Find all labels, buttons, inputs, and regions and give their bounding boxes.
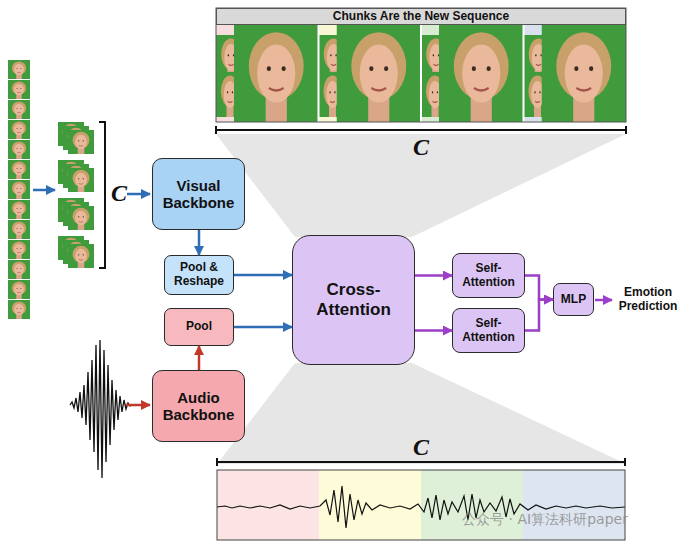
flow-connector bbox=[198, 230, 201, 255]
face-frame bbox=[8, 280, 30, 299]
node-text: Chunks Are the New Sequence bbox=[333, 10, 509, 24]
audio-waveform bbox=[70, 340, 132, 478]
node-text: Self-Attention bbox=[456, 262, 521, 290]
face-frame bbox=[68, 130, 94, 154]
chunk-tint bbox=[216, 25, 319, 122]
chunk-tint bbox=[421, 470, 523, 540]
face-frame bbox=[8, 160, 30, 179]
chunk-tint bbox=[217, 470, 319, 540]
chunk-frame bbox=[217, 470, 625, 540]
face-frame bbox=[68, 206, 94, 230]
face-frame bbox=[8, 80, 30, 99]
flow-connector bbox=[198, 346, 201, 370]
node-text: Pool & Reshape bbox=[168, 261, 230, 289]
panel-divider bbox=[523, 25, 525, 122]
span-bracket bbox=[216, 126, 626, 134]
flow-connector bbox=[525, 276, 553, 300]
face-frame bbox=[439, 25, 524, 122]
chunk-stacks bbox=[58, 122, 94, 268]
face-frame bbox=[8, 200, 30, 219]
header-band: Chunks Are the New Sequence bbox=[216, 8, 626, 25]
face-frame bbox=[542, 25, 627, 122]
face-frame bbox=[68, 244, 94, 268]
flow-connector bbox=[234, 326, 292, 329]
attention-box: Self-Attention bbox=[452, 308, 525, 353]
flow-connector bbox=[415, 274, 452, 277]
backbone-box: Visual Backbone bbox=[152, 158, 245, 230]
frame-strip bbox=[8, 60, 30, 319]
projection-shade bbox=[217, 363, 626, 464]
backbone-box: Audio Backbone bbox=[152, 370, 245, 442]
chunk-tint bbox=[319, 470, 421, 540]
face-frame bbox=[68, 168, 94, 192]
node-text: Pool bbox=[186, 320, 212, 334]
face-frame bbox=[8, 220, 30, 239]
flow-connector bbox=[525, 300, 553, 331]
face-frame bbox=[8, 140, 30, 159]
mlp-box: MLP bbox=[553, 283, 594, 316]
flow-connector bbox=[415, 329, 452, 332]
attention-box: Cross-Attention bbox=[292, 235, 415, 365]
pool-box: Pool bbox=[164, 308, 234, 346]
node-text: MLP bbox=[561, 293, 586, 307]
face-frame bbox=[234, 25, 319, 122]
face-frame bbox=[8, 300, 30, 319]
flow-arrow bbox=[127, 193, 150, 196]
span-symbol: C bbox=[406, 434, 436, 462]
output-label: Emotion Prediction bbox=[612, 286, 684, 314]
chunk-tint bbox=[523, 470, 625, 540]
pool-box: Pool & Reshape bbox=[164, 255, 234, 295]
panel-divider bbox=[420, 25, 422, 122]
chunk-tint bbox=[524, 25, 627, 122]
face-frame bbox=[8, 180, 30, 199]
panel-frame bbox=[216, 8, 626, 122]
face-frame bbox=[8, 60, 30, 79]
chunk-panels bbox=[216, 8, 626, 122]
face-frame bbox=[8, 260, 30, 279]
span-symbol: C bbox=[108, 180, 130, 208]
flow-arrow bbox=[595, 299, 612, 302]
audio-chunks bbox=[217, 470, 625, 540]
span-bracket bbox=[99, 122, 105, 268]
node-text: Self-Attention bbox=[456, 317, 521, 345]
attention-box: Self-Attention bbox=[452, 253, 525, 298]
panel-divider bbox=[318, 25, 320, 122]
flow-connector bbox=[234, 274, 292, 277]
flow-arrow bbox=[126, 404, 150, 407]
span-symbol: C bbox=[406, 134, 436, 162]
face-frame bbox=[8, 240, 30, 259]
chunk-tint bbox=[421, 25, 524, 122]
node-text: Audio Backbone bbox=[156, 389, 241, 424]
node-text: Visual Backbone bbox=[156, 177, 241, 212]
chunk-tint bbox=[319, 25, 422, 122]
node-text: Cross-Attention bbox=[296, 280, 411, 319]
face-frame bbox=[8, 100, 30, 119]
watermark: 公众号 · AI算法科研paper bbox=[410, 511, 680, 527]
face-frame bbox=[337, 25, 422, 122]
flow-arrow bbox=[33, 189, 55, 192]
projection-shade bbox=[216, 134, 626, 237]
face-frame bbox=[8, 120, 30, 139]
